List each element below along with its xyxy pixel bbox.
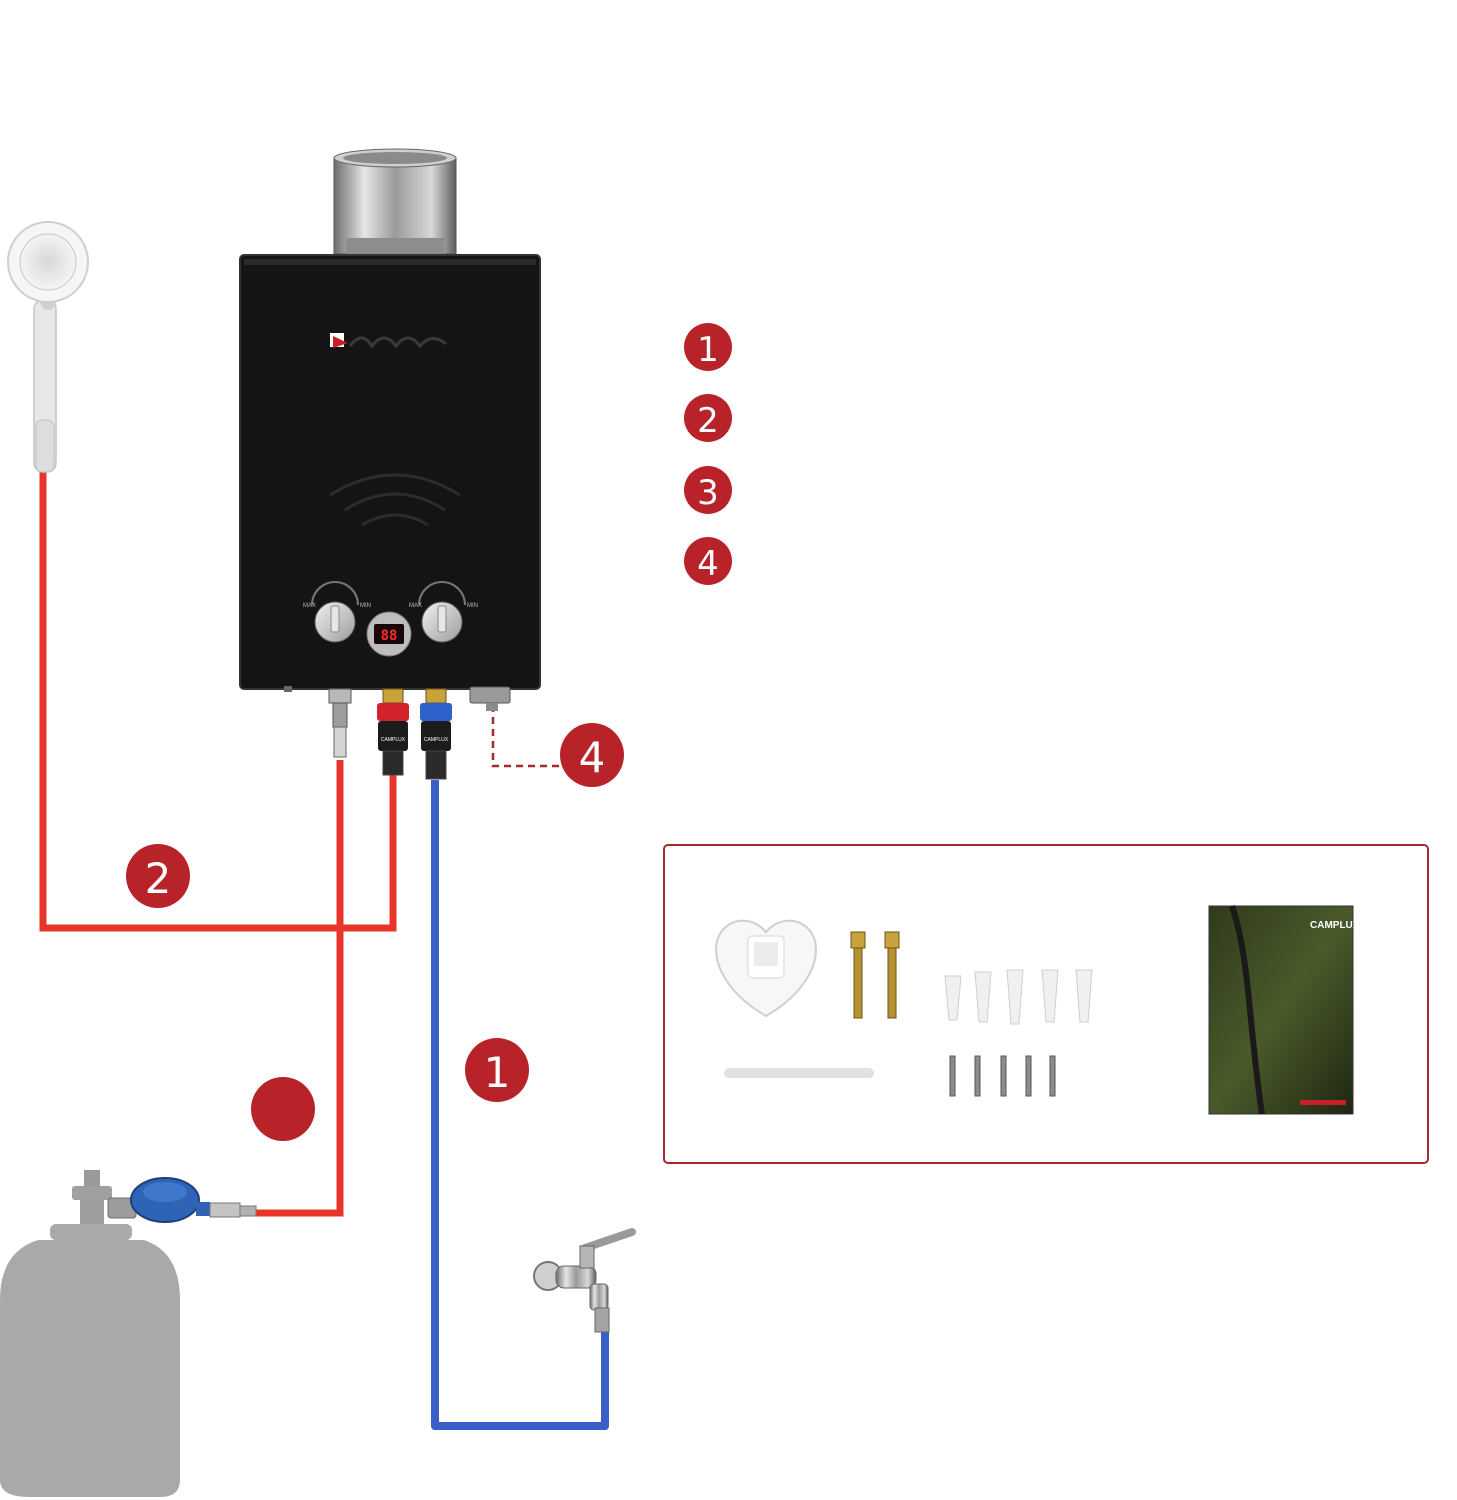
gas-regulator-icon [107, 1177, 257, 1223]
right-knob-min-label: MIN [467, 603, 478, 609]
water-heater: MAX MIN MAX MIN 88 CAMPLUX [239, 148, 541, 780]
legend-item-2: 2 [684, 394, 732, 442]
instruction-manual: CAMPLUX [1208, 905, 1360, 1115]
shower-bracket [715, 919, 817, 1018]
cold-pipe-line [431, 780, 609, 1430]
hot-pipe-shower-line [39, 470, 397, 932]
cold-connector-label: CAMPLUX [424, 737, 449, 743]
hot-water-outlet-fitting: CAMPLUX [377, 688, 409, 776]
left-knob-max-label: MAX [303, 603, 316, 609]
gas-pipe [255, 760, 344, 1217]
callout-cold-water-number: 1 [484, 1048, 511, 1097]
expansion-bolts [850, 931, 900, 1019]
legend-number-4: 4 [697, 544, 719, 584]
hose-accessory [724, 1068, 874, 1078]
screws [949, 1055, 1056, 1097]
drain-dashed-line [491, 705, 562, 768]
display-digits: 88 [381, 628, 398, 644]
callout-hot-water-badge: 2 [126, 844, 190, 908]
callout-gas-badge: 3 [251, 1077, 315, 1141]
left-control-knob[interactable] [311, 581, 359, 643]
manual-brand: CAMPLUX [1310, 920, 1360, 931]
gas-pipe-line [255, 760, 344, 1217]
legend-item-4: 4 [684, 537, 732, 585]
legend-number-3: 3 [697, 473, 719, 513]
right-control-knob[interactable] [418, 581, 466, 643]
hot-water-pipe [39, 470, 397, 932]
callout-drain-number: 4 [579, 733, 606, 782]
legend-number-2: 2 [697, 401, 719, 441]
left-knob-min-label: MIN [360, 603, 371, 609]
temperature-display: 88 [366, 611, 412, 657]
gas-cylinder-icon [0, 1170, 180, 1497]
flame-vent-icon [329, 473, 461, 527]
right-knob-max-label: MAX [409, 603, 422, 609]
wall-plugs [944, 969, 1093, 1025]
callout-hot-water-number: 2 [145, 854, 172, 903]
cold-water-inlet-fitting: CAMPLUX [420, 688, 452, 780]
legend: 1 2 3 4 [684, 323, 732, 585]
hot-connector-label: CAMPLUX [381, 737, 406, 743]
legend-item-1: 1 [684, 323, 732, 371]
legend-number-1: 1 [697, 330, 719, 370]
callout-drain-badge: 4 [560, 723, 624, 787]
shower-head-icon [7, 221, 89, 473]
accessories-box: CAMPLUX [663, 844, 1429, 1164]
drain-valve-fitting [469, 686, 511, 711]
water-tap-icon [533, 1228, 636, 1333]
callout-gas-number: 3 [270, 1087, 297, 1136]
gas-inlet-fitting [328, 688, 352, 758]
callout-cold-water-badge: 1 [465, 1038, 529, 1102]
brand-logo [330, 333, 447, 349]
cold-water-pipe [431, 780, 609, 1430]
legend-item-3: 3 [684, 466, 732, 514]
